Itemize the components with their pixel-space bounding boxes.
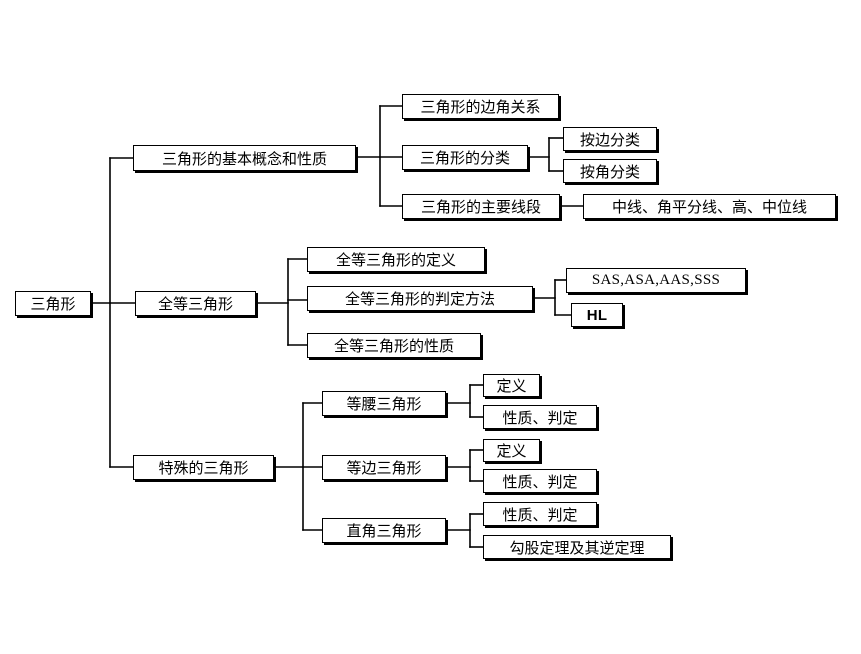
node-classify-by-angle: 按角分类 xyxy=(563,159,657,183)
node-isosceles-properties: 性质、判定 xyxy=(483,405,597,429)
node-right-triangle: 直角三角形 xyxy=(322,518,446,543)
node-congruence-definition: 全等三角形的定义 xyxy=(307,247,485,272)
branch-special-triangles: 特殊的三角形 xyxy=(133,455,274,480)
node-congruence-criteria: 全等三角形的判定方法 xyxy=(307,286,533,311)
node-criteria-sas-asa-aas-sss: SAS,ASA,AAS,SSS xyxy=(566,268,746,293)
node-equilateral-properties: 性质、判定 xyxy=(483,469,597,493)
node-pythagorean-theorem: 勾股定理及其逆定理 xyxy=(483,535,671,559)
branch-congruent-triangles: 全等三角形 xyxy=(135,291,256,316)
node-criteria-hl: HL xyxy=(571,303,623,327)
node-main-segments: 三角形的主要线段 xyxy=(402,194,560,219)
node-equilateral-triangle: 等边三角形 xyxy=(322,455,446,480)
node-classify-by-side: 按边分类 xyxy=(563,127,657,151)
node-right-triangle-properties: 性质、判定 xyxy=(483,502,597,526)
node-congruence-properties: 全等三角形的性质 xyxy=(307,333,481,358)
node-side-angle-relation: 三角形的边角关系 xyxy=(402,94,559,119)
node-equilateral-definition: 定义 xyxy=(483,439,540,462)
node-segment-types: 中线、角平分线、高、中位线 xyxy=(583,194,836,219)
node-classification: 三角形的分类 xyxy=(402,145,528,170)
node-isosceles-definition: 定义 xyxy=(483,374,540,397)
root-node: 三角形 xyxy=(15,291,91,316)
node-isosceles-triangle: 等腰三角形 xyxy=(322,391,446,416)
branch-basic-concepts: 三角形的基本概念和性质 xyxy=(133,145,356,171)
